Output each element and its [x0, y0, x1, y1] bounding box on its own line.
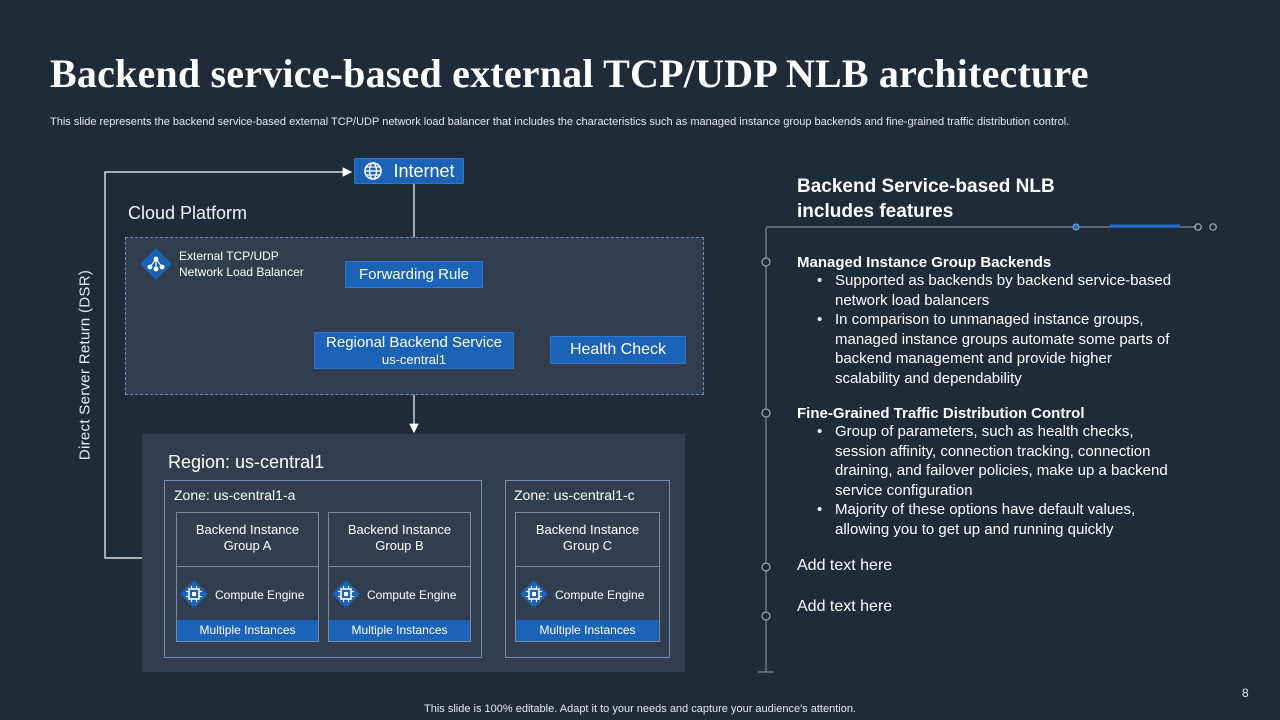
page-number: 8 — [1242, 686, 1249, 700]
timeline-node-3 — [761, 562, 771, 572]
feature-section-1: Managed Instance Group Backends Supporte… — [797, 254, 1175, 388]
timeline-dot-top — [1072, 223, 1080, 231]
feature-bullets-1: Supported as backends by backend service… — [797, 271, 1175, 388]
bullet-item: Supported as backends by backend service… — [797, 271, 1175, 310]
feature-heading-1: Managed Instance Group Backends — [797, 254, 1052, 271]
group-c-divider — [516, 566, 659, 567]
internet-node: Internet — [354, 158, 464, 184]
regional-backend-service-node: Regional Backend Service us-central1 — [314, 332, 514, 369]
timeline-node-2 — [761, 408, 771, 418]
health-check-node: Health Check — [550, 336, 686, 364]
regional-backend-region: us-central1 — [381, 351, 447, 367]
dsr-label: Direct Server Return (DSR) — [76, 269, 94, 461]
compute-engine-icon — [520, 580, 548, 608]
slide-title: Backend service-based external TCP/UDP N… — [50, 51, 1089, 96]
group-a-divider — [177, 566, 318, 567]
group-a-instances: Multiple Instances — [177, 620, 318, 641]
zone-c-box: Zone: us-central1-c Backend Instance Gro… — [505, 480, 670, 658]
timeline-end-dot-1 — [1194, 223, 1202, 231]
group-c-title: Backend Instance Group C — [535, 522, 640, 553]
timeline-node-4 — [761, 611, 771, 621]
group-b-title: Backend Instance Group B — [347, 522, 452, 553]
group-b-engine: Compute Engine — [367, 588, 457, 602]
regional-backend-label: Regional Backend Service — [326, 333, 502, 351]
add-text-1: Add text here — [797, 557, 893, 574]
cloud-platform-label: Cloud Platform — [128, 203, 248, 223]
backend-group-a: Backend Instance Group A Compute Engine … — [176, 512, 319, 642]
backend-group-b: Backend Instance Group B Compute Engine … — [328, 512, 471, 642]
internet-label: Internet — [393, 160, 455, 181]
zone-a-box: Zone: us-central1-a Backend Instance Gro… — [164, 480, 482, 658]
nlb-label: External TCP/UDP Network Load Balancer — [179, 249, 304, 279]
load-balancer-icon — [140, 248, 172, 280]
zone-a-label: Zone: us-central1-a — [174, 487, 296, 503]
bullet-item: Majority of these options have default v… — [797, 500, 1175, 539]
zone-c-label: Zone: us-central1-c — [514, 487, 635, 503]
feature-section-2: Fine-Grained Traffic Distribution Contro… — [797, 405, 1175, 539]
add-text-2: Add text here — [797, 598, 893, 615]
group-a-engine: Compute Engine — [215, 588, 305, 602]
region-label: Region: us-central1 — [168, 452, 325, 472]
group-b-instances: Multiple Instances — [329, 620, 470, 641]
feature-heading-2: Fine-Grained Traffic Distribution Contro… — [797, 405, 1085, 422]
timeline-node-1 — [761, 257, 771, 267]
feature-bullets-2: Group of parameters, such as health chec… — [797, 422, 1175, 539]
features-title: Backend Service-based NLB includes featu… — [797, 176, 1055, 222]
group-c-engine: Compute Engine — [555, 588, 645, 602]
timeline-end-dot-2 — [1209, 223, 1217, 231]
globe-icon — [364, 162, 383, 180]
group-c-instances: Multiple Instances — [516, 620, 659, 641]
compute-engine-icon — [332, 580, 360, 608]
compute-engine-icon — [180, 580, 208, 608]
dsr-return-path — [104, 167, 353, 559]
forwarding-rule-node: Forwarding Rule — [345, 261, 483, 288]
bullet-item: In comparison to unmanaged instance grou… — [797, 310, 1175, 388]
group-b-divider — [329, 566, 470, 567]
slide-subtitle: This slide represents the backend servic… — [50, 116, 1070, 128]
backend-group-c: Backend Instance Group C Compute Engine … — [515, 512, 660, 642]
bullet-item: Group of parameters, such as health chec… — [797, 422, 1175, 500]
group-a-title: Backend Instance Group A — [195, 522, 300, 553]
slide-footer: This slide is 100% editable. Adapt it to… — [424, 703, 856, 715]
